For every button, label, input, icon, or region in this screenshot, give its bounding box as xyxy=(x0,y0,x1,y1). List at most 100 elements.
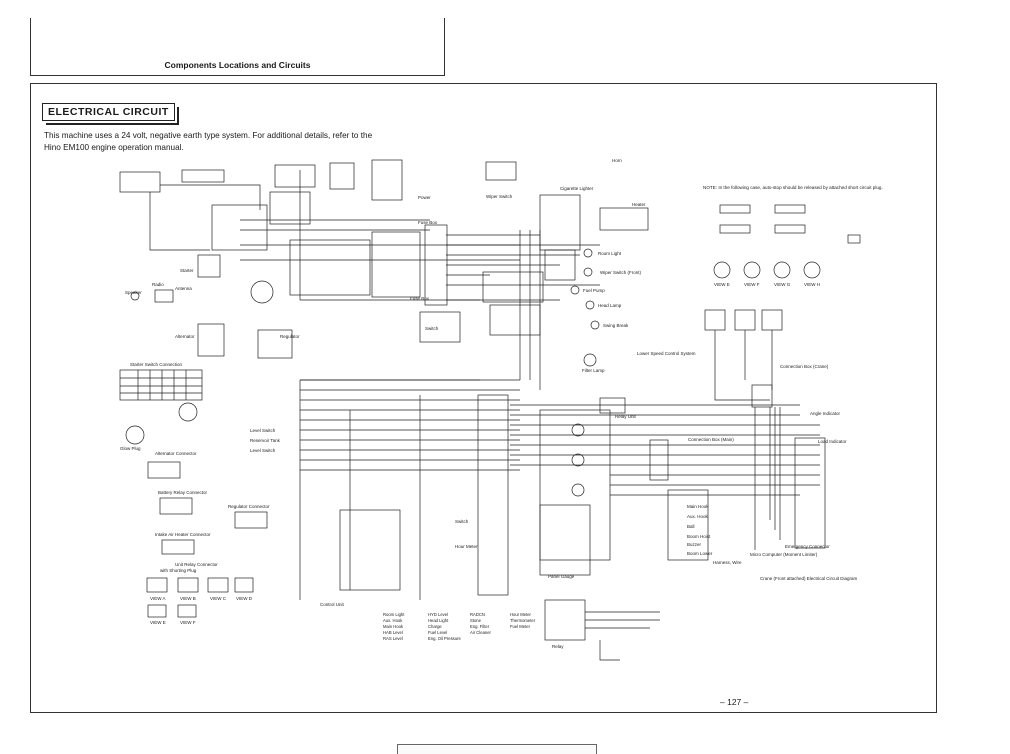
legend-3-3: Eng. Filter xyxy=(470,624,490,629)
label-regulator-connector: Regulator Connector xyxy=(228,504,270,509)
diagram-frame xyxy=(30,83,937,713)
heater-block xyxy=(599,207,649,231)
wiper-motor-symbol xyxy=(583,267,593,277)
aux-over-hoist-switch xyxy=(734,309,756,331)
view-d-block xyxy=(234,577,254,593)
starter-switch-symbol xyxy=(250,280,274,304)
label-filter-lamp: Filter Lamp xyxy=(582,368,605,373)
connector-view-f xyxy=(743,261,761,279)
label-aux-hook: Aux. Hook xyxy=(687,514,709,519)
label-relay: Relay xyxy=(552,644,564,649)
page-header-title: Components Locations and Circuits xyxy=(164,60,311,70)
fuse-box-block xyxy=(424,224,448,306)
label-view-f-top: VIEW F xyxy=(744,282,760,287)
label-shorting-plug: with Shorting Plug xyxy=(160,568,197,573)
label-horn: Horn xyxy=(612,158,622,163)
safety-relay-block xyxy=(211,204,268,251)
alternator-connector-block xyxy=(147,461,181,479)
label-main-hook: Main Hook xyxy=(687,504,709,509)
label-speaker: Speaker xyxy=(125,290,142,295)
glow-plug-connector xyxy=(125,425,145,445)
label-cigarette-lighter: Cigarette Lighter xyxy=(560,186,594,191)
starter-motor-block xyxy=(197,254,221,278)
legend-2-2: Head Light xyxy=(428,618,449,623)
label-view-d: VIEW D xyxy=(236,596,253,601)
swing-break-symbol xyxy=(590,320,600,330)
note3-connector xyxy=(719,224,751,234)
label-alternator: Alternator xyxy=(175,334,195,339)
label-antenna: Antenna xyxy=(175,286,192,291)
label-room-light: Room Light xyxy=(598,251,622,256)
note4-connector xyxy=(774,224,806,234)
legend-2-3: Charge xyxy=(428,624,442,629)
note2-connector xyxy=(774,204,806,214)
rear-relay-block xyxy=(371,159,403,201)
label-view-b: VIEW B xyxy=(180,596,196,601)
label-glow-plug: Glow Plug xyxy=(120,446,141,451)
page-header: Components Locations and Circuits xyxy=(30,18,445,76)
legend-3-1: RADCN xyxy=(470,612,485,617)
label-lower-speed: Lower Speed Control System xyxy=(637,351,696,356)
label-view-a: VIEW A xyxy=(150,596,166,601)
label-connection-box-main: Connection Box (Main) xyxy=(688,437,734,442)
label-boom-lower: Boom Lower xyxy=(687,551,713,556)
label-hour-meter: Hour Meter xyxy=(455,544,478,549)
radio-block xyxy=(154,289,174,303)
b-portion-connector xyxy=(847,234,861,244)
label-relay-unit: Relay Unit xyxy=(615,414,637,419)
glow-plug-connector-2 xyxy=(178,402,198,422)
fuel-pump-symbol xyxy=(570,285,580,295)
buzzer-lamp-block xyxy=(371,231,421,298)
label-harness-wire: Harness, Wire xyxy=(713,560,742,565)
micro-switch-block xyxy=(419,311,461,343)
label-view-e-top: VIEW E xyxy=(714,282,730,287)
label-connection-box-crane: Connection Box (Crane) xyxy=(780,364,829,369)
view-b-block xyxy=(177,577,199,593)
connector-view-e xyxy=(713,261,731,279)
micro-switch-block-2 xyxy=(489,304,541,336)
label-load-indicator: Load Indicator xyxy=(818,439,847,444)
label-micro-computer: Micro Computer (Moment Limiter) xyxy=(750,552,818,557)
battery-relay-connector-block xyxy=(159,497,193,515)
control-unit-block xyxy=(289,239,371,296)
regulator-block xyxy=(257,329,293,359)
head-lamp-symbol xyxy=(585,300,595,310)
legend-1-5: RAS Level xyxy=(383,636,403,641)
intro-line-1: This machine uses a 24 volt, negative ea… xyxy=(44,131,373,140)
room-light-symbol xyxy=(583,248,593,258)
label-switch-2: Switch xyxy=(455,519,469,524)
view-f-block xyxy=(177,604,197,618)
connection-box-main-block xyxy=(649,439,669,481)
legend-1-4: HAB Level xyxy=(383,630,403,635)
label-starter: Starter xyxy=(180,268,194,273)
gauge-3-symbol xyxy=(571,483,585,497)
legend-4-3: Fuel Meter xyxy=(510,624,531,629)
control-unit-lower xyxy=(339,509,401,591)
intro-text: This machine uses a 24 volt, negative ea… xyxy=(44,130,439,154)
lamp-indicator-block xyxy=(667,489,709,561)
note1-connector xyxy=(719,204,751,214)
panel-gauge-block xyxy=(539,504,591,576)
label-view-e: VIEW E xyxy=(150,620,166,625)
label-view-c: VIEW C xyxy=(210,596,227,601)
heater-relay-block xyxy=(539,194,581,251)
legend-4-2: Thermometer xyxy=(510,618,536,623)
label-reservoir-tank: Reservoir Tank xyxy=(250,438,281,443)
legend-3-4: Air Cleaner xyxy=(470,630,492,635)
intake-air-heater-connector-block xyxy=(161,539,195,555)
label-switch: Switch xyxy=(425,326,439,331)
label-heater: Heater xyxy=(632,202,646,207)
note4-box xyxy=(599,397,626,414)
view-c-block xyxy=(207,577,229,593)
label-unit-relay-connector: Unit Relay Connector xyxy=(175,562,218,567)
legend-2-4: Fuel Level xyxy=(428,630,447,635)
label-control-unit: Control Unit xyxy=(320,602,345,607)
label-swing-break: Swing Break xyxy=(603,323,629,328)
legend-1-3: Main Hook xyxy=(383,624,404,629)
relay-emergency-block xyxy=(274,164,316,188)
relay-unit-column xyxy=(477,394,509,596)
gauge-2-symbol xyxy=(571,453,585,467)
starter-switch-table xyxy=(119,369,203,401)
label-level-switch: Level Switch xyxy=(250,428,276,433)
